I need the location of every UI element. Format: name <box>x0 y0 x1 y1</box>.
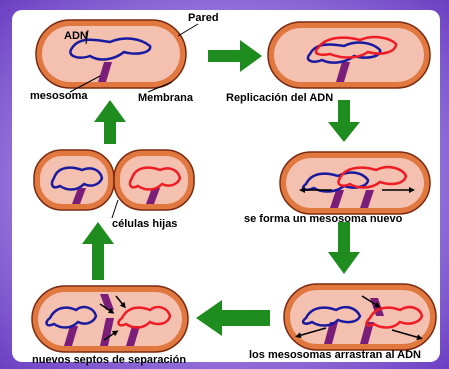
label-membrana: Membrana <box>138 92 193 104</box>
label-pared: Pared <box>188 12 219 24</box>
label-replicacion: Replicación del ADN <box>226 92 333 104</box>
label-arrastran: los mesosomas arrastran al ADN <box>249 349 421 361</box>
arrow-right-top <box>208 40 262 72</box>
cell-daughters <box>34 150 194 218</box>
arrow-down-2 <box>328 222 360 274</box>
cell-replication <box>268 22 430 88</box>
arrow-left-bottom <box>196 300 270 336</box>
label-nuevo-mesosoma: se forma un mesosoma nuevo <box>244 213 402 225</box>
label-adn: ADN <box>64 30 88 42</box>
cell-dna-dragged <box>284 284 436 350</box>
cell-initial <box>36 20 198 92</box>
cell-septa <box>32 286 188 352</box>
label-septos: nuevos septos de separación <box>32 354 186 366</box>
label-celulas-hijas: células hijas <box>112 218 177 230</box>
arrow-down-1 <box>328 100 360 142</box>
label-mesosoma: mesosoma <box>30 90 87 102</box>
arrow-up-2 <box>94 100 126 144</box>
cell-new-mesosome <box>280 152 430 214</box>
arrow-up-1 <box>82 222 114 280</box>
